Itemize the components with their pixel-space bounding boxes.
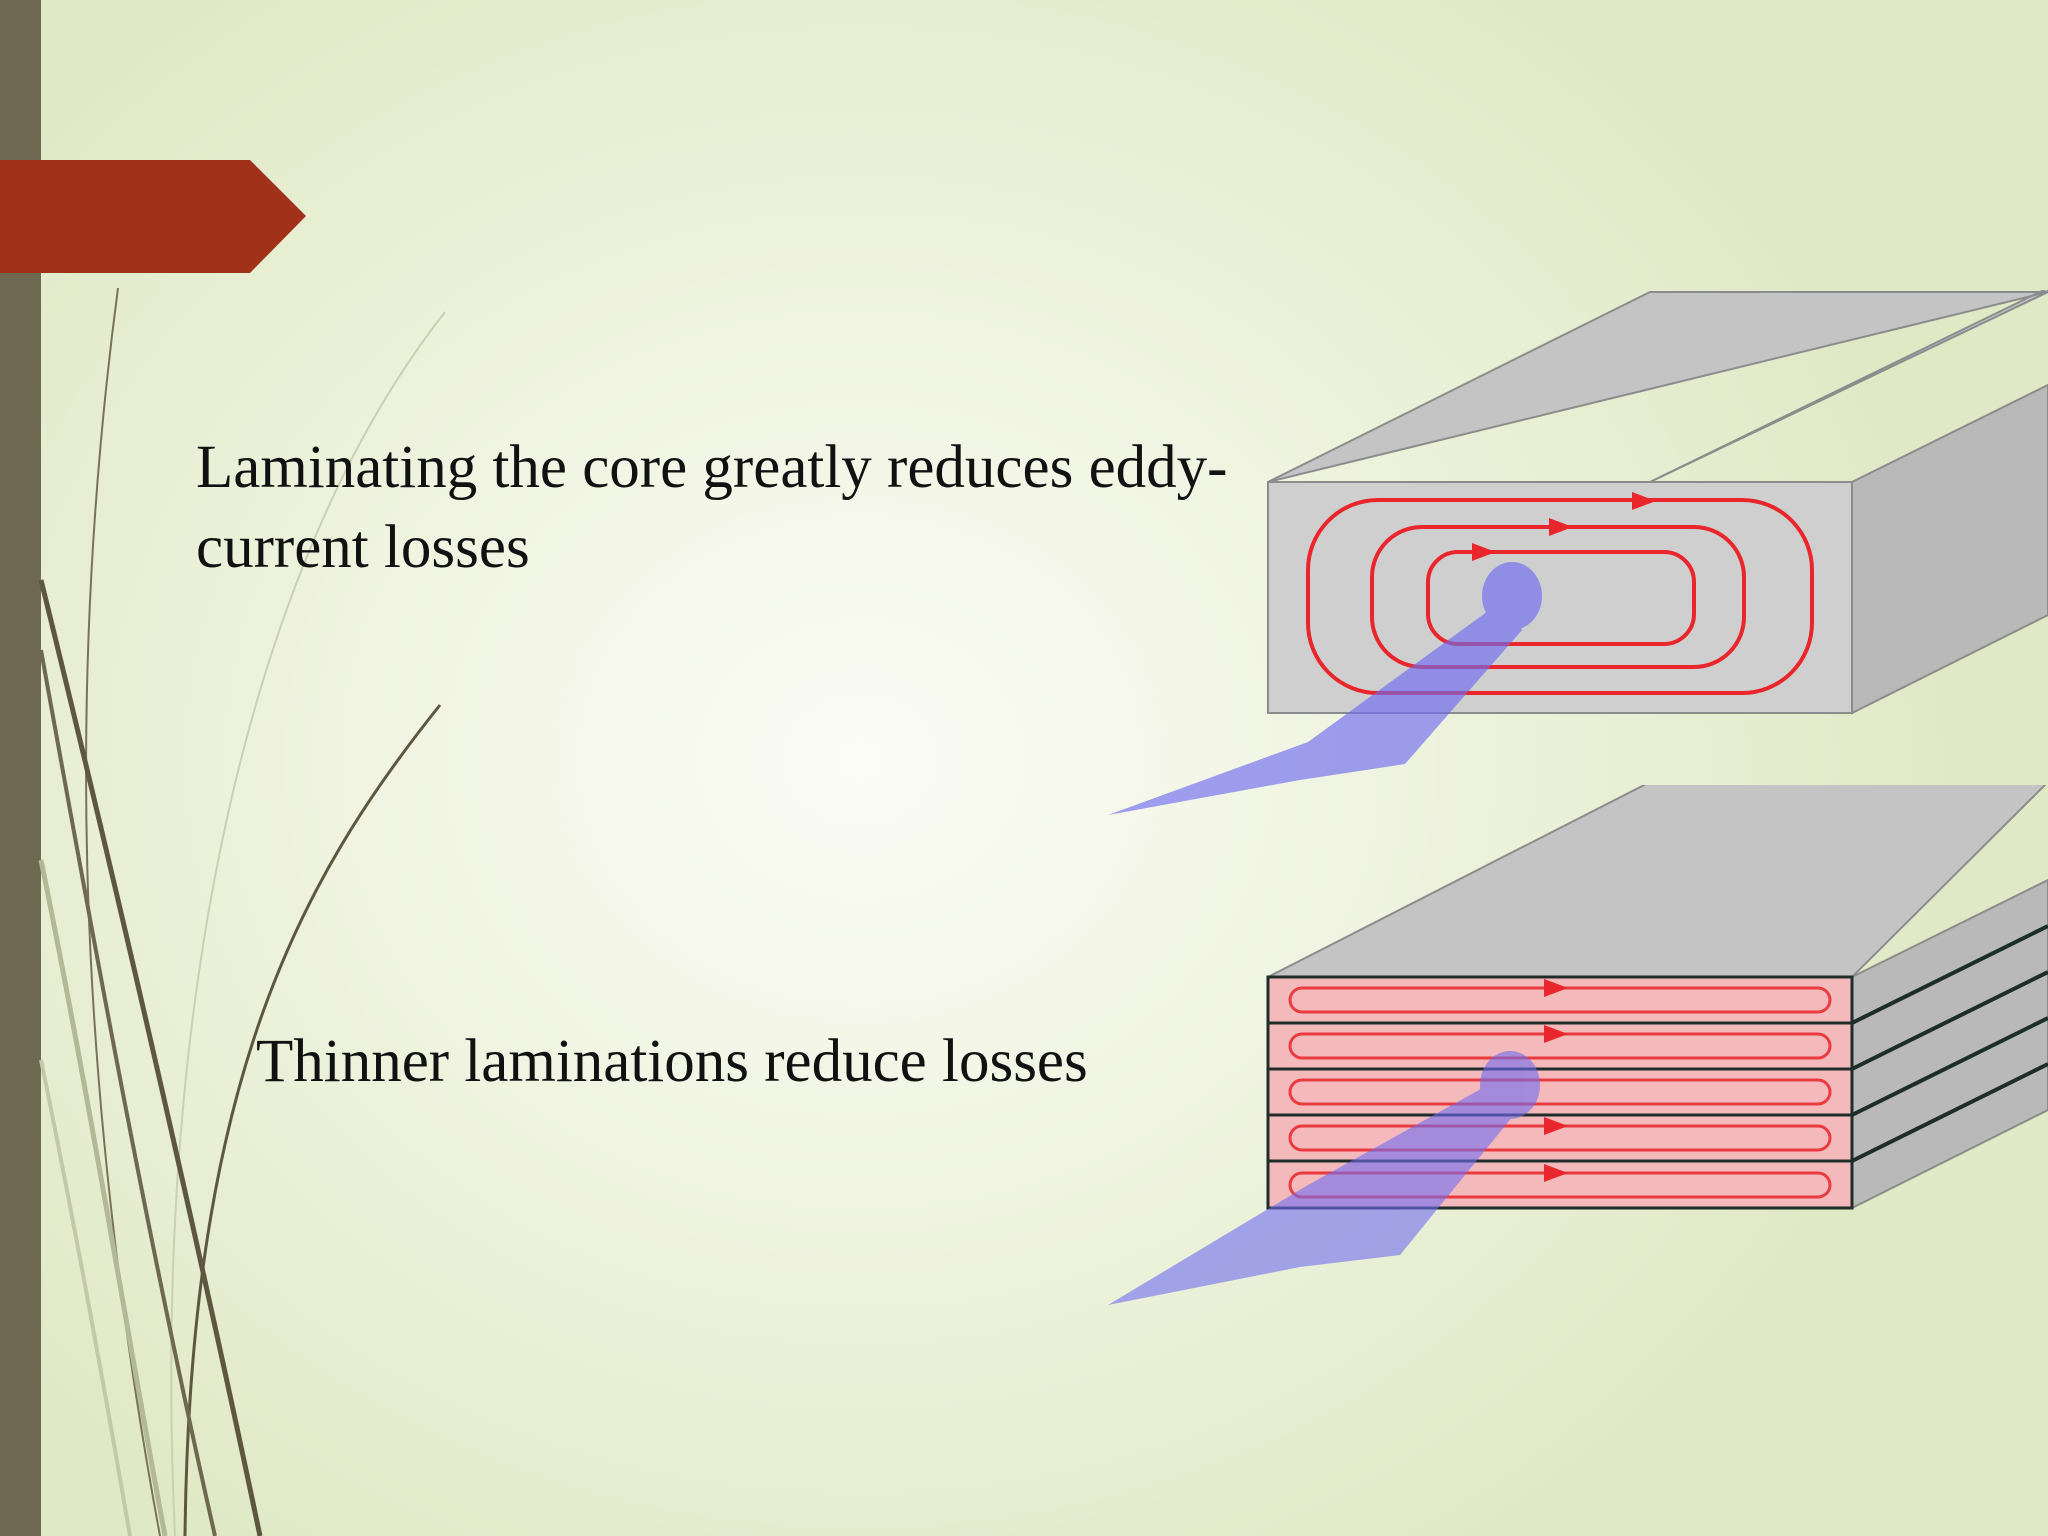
slide-text-thinner-laminations: Thinner laminations reduce losses (256, 1028, 1088, 1095)
lamination (1266, 1021, 1854, 1071)
arrow-right-icon (1544, 1025, 1568, 1043)
slide-text-laminating: Laminating the core greatly reduces eddy… (196, 434, 1228, 581)
core-front-face (1267, 481, 1853, 714)
eddy-loop-inner (1426, 550, 1696, 646)
arrow-right-icon (1544, 979, 1568, 997)
lamination (1266, 1113, 1854, 1163)
deco-curve (39, 649, 217, 1536)
eddy-loop-outer (1306, 498, 1814, 695)
magnetic-flux-arrow (1108, 1051, 1540, 1305)
solid-core-diagram (1108, 290, 2048, 815)
lamination (1266, 1067, 1854, 1117)
deco-curve (39, 1059, 132, 1536)
eddy-loop (1288, 1078, 1832, 1106)
arrow-right-icon (1632, 492, 1656, 510)
lamination-side-lines (1851, 924, 2048, 1163)
decorative-curves (38, 287, 446, 1536)
current-arrow-icons (1472, 492, 1656, 561)
arrow-right-icon (1549, 518, 1573, 536)
accent-arrow-tab (0, 160, 306, 273)
current-arrow-icons (1544, 979, 1568, 1182)
arrow-right-icon (1544, 1164, 1568, 1182)
lamination (1266, 975, 1854, 1025)
arrow-right-icon (1544, 1117, 1568, 1135)
deco-curve (38, 859, 168, 1536)
core-side-face (1851, 383, 2048, 715)
deco-curve (170, 311, 446, 1536)
laminated-core-diagram (1108, 785, 2048, 1305)
arrow-right-icon (1472, 543, 1496, 561)
magnetic-flux-arrow (1108, 562, 1542, 815)
deco-curve (38, 579, 263, 1536)
deco-curve (183, 704, 442, 1536)
